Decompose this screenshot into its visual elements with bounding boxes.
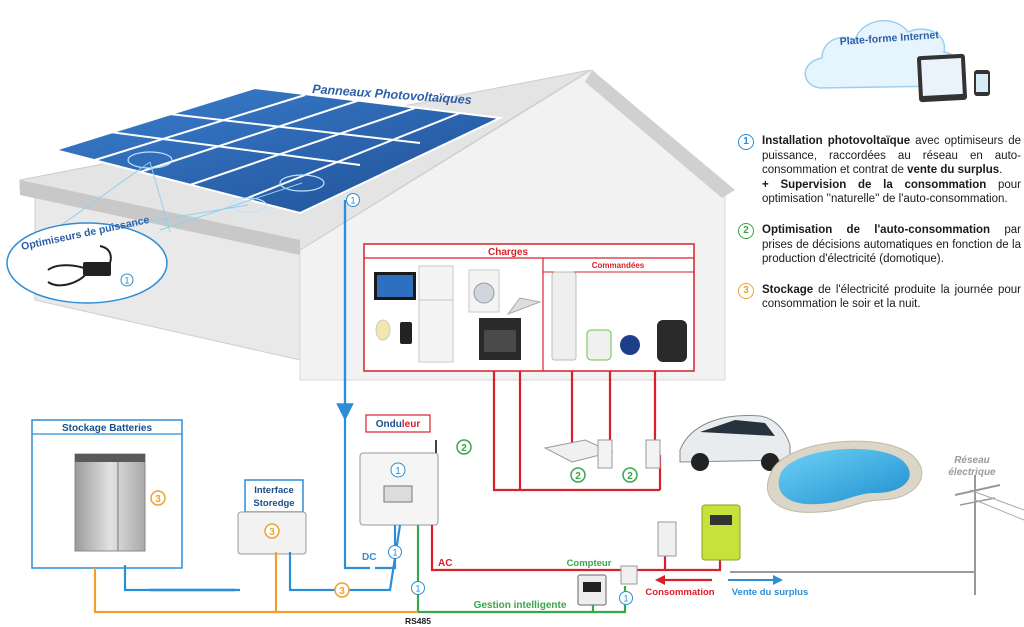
dc-number-bottom: 1 xyxy=(392,548,397,558)
onduleur-number: 1 xyxy=(395,466,401,477)
onduleur: 1 2 xyxy=(359,414,472,526)
legend-item-2-text1: par prises de décisions automatiques en … xyxy=(762,223,1021,266)
domotic-number-1: 2 xyxy=(575,471,581,482)
interface-number: 3 xyxy=(269,527,275,538)
compteur xyxy=(577,504,741,606)
electric-grid xyxy=(730,475,1024,595)
gestion-number-left: 1 xyxy=(415,584,420,594)
rs485-number-badge: 3 xyxy=(334,582,350,598)
onduleur-wifi-number: 2 xyxy=(461,443,467,454)
consommation-label: Consommation xyxy=(645,587,714,598)
dc-number-top: 1 xyxy=(350,196,355,206)
compteur-label: Compteur xyxy=(567,558,612,569)
charges-title: Charges xyxy=(488,247,528,258)
gestion-number-right: 1 xyxy=(623,594,628,604)
legend-item-3-bold1: Stockage xyxy=(762,283,814,296)
legend-number-2: 2 xyxy=(738,222,754,239)
commandees-title: Commandées xyxy=(592,261,645,270)
charges-box xyxy=(363,243,695,372)
vente-label: Vente du surplus xyxy=(732,587,809,598)
interface-label-line1: Interface xyxy=(254,485,294,496)
ac-label: AC xyxy=(438,558,452,569)
rs485-number: 3 xyxy=(339,586,345,597)
dc-label: DC xyxy=(362,552,376,563)
domotic-devices: 2 2 xyxy=(543,439,661,483)
legend-item-1-bold3: + Supervision de la consommation xyxy=(762,178,987,191)
reseau-label-line2: électrique xyxy=(948,467,996,478)
legend-item-1-bold1: Installation photovoltaïque xyxy=(762,135,911,147)
legend-item-1-text3: pour optimisation ''naturelle'' de l'aut… xyxy=(762,178,1021,206)
legend-item-2: 2 Optimisation de l'auto-consommation pa… xyxy=(738,222,1021,267)
stockage-box: 3 xyxy=(31,419,183,569)
domotic-number-2: 2 xyxy=(627,471,633,482)
interface-box: 3 xyxy=(237,479,307,555)
legend-item-1-text1: avec optimiseurs de puissance, raccordée… xyxy=(762,135,1022,177)
legend: 1 Installation photovoltaïque avec optim… xyxy=(738,134,1021,328)
swimming-pool xyxy=(767,440,923,513)
gestion-numbers: 1 1 xyxy=(411,581,633,605)
legend-item-3: 3 Stockage de l'électricité produite la … xyxy=(738,282,1021,312)
flow-arrows xyxy=(655,575,783,585)
solar-panels xyxy=(51,86,504,215)
legend-item-1-text2: . xyxy=(999,164,1003,177)
onduleur-label: Onduleur xyxy=(376,419,421,430)
rs485-label: RS485 xyxy=(405,616,431,626)
legend-item-1-bold2: vente du surplus xyxy=(907,164,1000,177)
interface-label-line2: Storedge xyxy=(253,498,294,509)
reseau-label-line1: Réseau xyxy=(954,455,990,466)
onduleur-label-part2: leur xyxy=(402,419,420,430)
legend-number-1: 1 xyxy=(738,134,754,150)
legend-item-3-text1: de l'électricité produite la journée pou… xyxy=(762,283,1021,311)
gestion-label: Gestion intelligente xyxy=(474,600,567,611)
legend-number-3: 3 xyxy=(738,282,754,299)
optimiseurs-number-badge: 1 xyxy=(120,273,134,287)
electric-car xyxy=(679,415,791,471)
legend-item-1: 1 Installation photovoltaïque avec optim… xyxy=(738,134,1021,207)
rs485-wiring xyxy=(93,552,418,614)
optimiseurs-number: 1 xyxy=(124,276,129,286)
onduleur-label-part1: Ondu xyxy=(376,419,402,430)
dc-numbers: 1 1 xyxy=(346,193,402,559)
stockage-number: 3 xyxy=(155,494,161,505)
stockage-title: Stockage Batteries xyxy=(62,423,152,434)
cloud xyxy=(804,19,990,103)
legend-item-2-bold1: Optimisation de l'auto-consommation xyxy=(762,223,991,236)
